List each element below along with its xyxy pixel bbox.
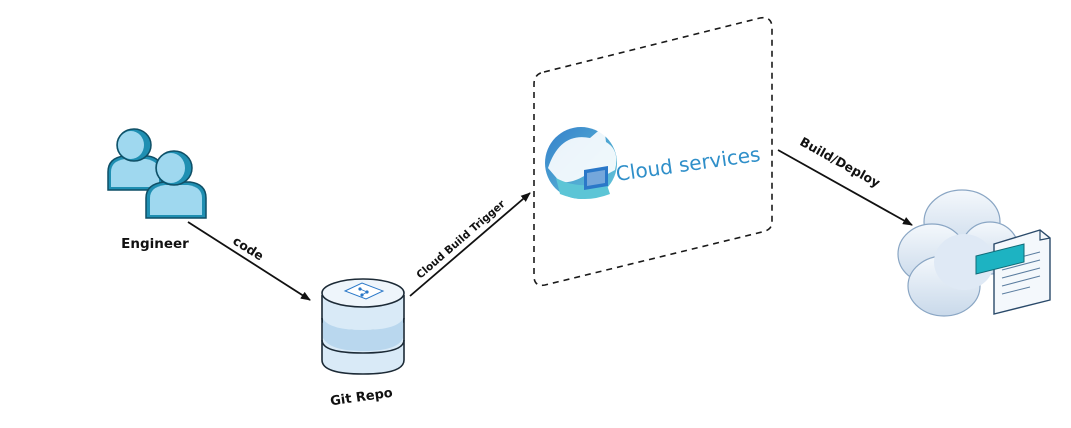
code-arrow <box>187 221 311 301</box>
code-label: code <box>230 233 266 263</box>
trigger-arrow <box>409 192 531 297</box>
git-repo-node: Git Repo <box>321 278 405 410</box>
engineer-label: Engineer <box>121 236 189 252</box>
engineer-node: Engineer <box>107 128 207 252</box>
trigger-label: Cloud Build Trigger <box>414 198 508 282</box>
wolf-logo-icon <box>545 126 617 199</box>
cloud-services-node: Cloud services <box>533 16 773 287</box>
deploy-label: Build/Deploy <box>797 134 882 190</box>
git-repo-label: Git Repo <box>329 386 393 410</box>
edge-build-deploy: Build/Deploy <box>777 134 913 226</box>
edge-cloud-build-trigger: Cloud Build Trigger <box>409 192 531 297</box>
users-icon <box>107 128 207 219</box>
cloud-services-container <box>533 16 773 287</box>
cloud-document-icon <box>897 189 1051 317</box>
edge-code: code <box>187 221 311 301</box>
deploy-arrow <box>777 149 913 226</box>
deployment-node <box>897 189 1051 317</box>
database-icon <box>321 278 405 375</box>
